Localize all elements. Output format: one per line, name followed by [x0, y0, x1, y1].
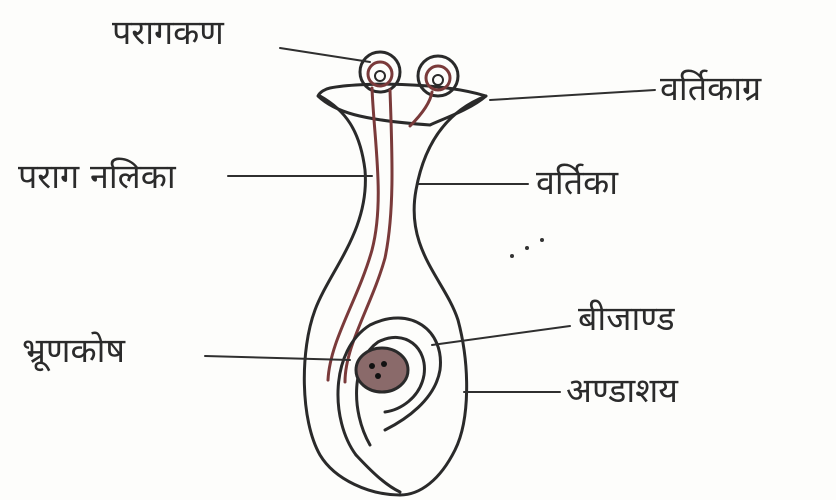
label-pollen-tube: पराग नलिका — [18, 157, 177, 197]
pollen-grain-right — [418, 56, 458, 96]
stigma-cap — [318, 84, 486, 125]
stray-dot — [540, 238, 544, 242]
label-embryo-sac: भ्रूणकोष — [22, 331, 126, 372]
embryo-sac — [356, 348, 408, 392]
leader-stigma — [490, 90, 655, 100]
stray-dot — [525, 246, 529, 250]
label-stigma: वर्तिकाग्र — [660, 69, 762, 109]
label-ovary: अण्डाशय — [566, 371, 679, 411]
leader-pollen-grain — [280, 48, 370, 62]
label-style: वर्तिका — [536, 163, 619, 203]
label-pollen-grain: परागकण — [112, 13, 225, 53]
label-ovule: बीजाण्ड — [578, 299, 675, 339]
pollen-grain-left — [360, 52, 400, 92]
leader-embryo-sac — [205, 356, 350, 360]
pistil-left-wall — [304, 96, 400, 495]
stray-dot — [510, 254, 514, 258]
pollen-tube-short — [410, 92, 432, 126]
leader-ovule — [432, 326, 570, 345]
pistil-right-wall — [400, 96, 486, 495]
